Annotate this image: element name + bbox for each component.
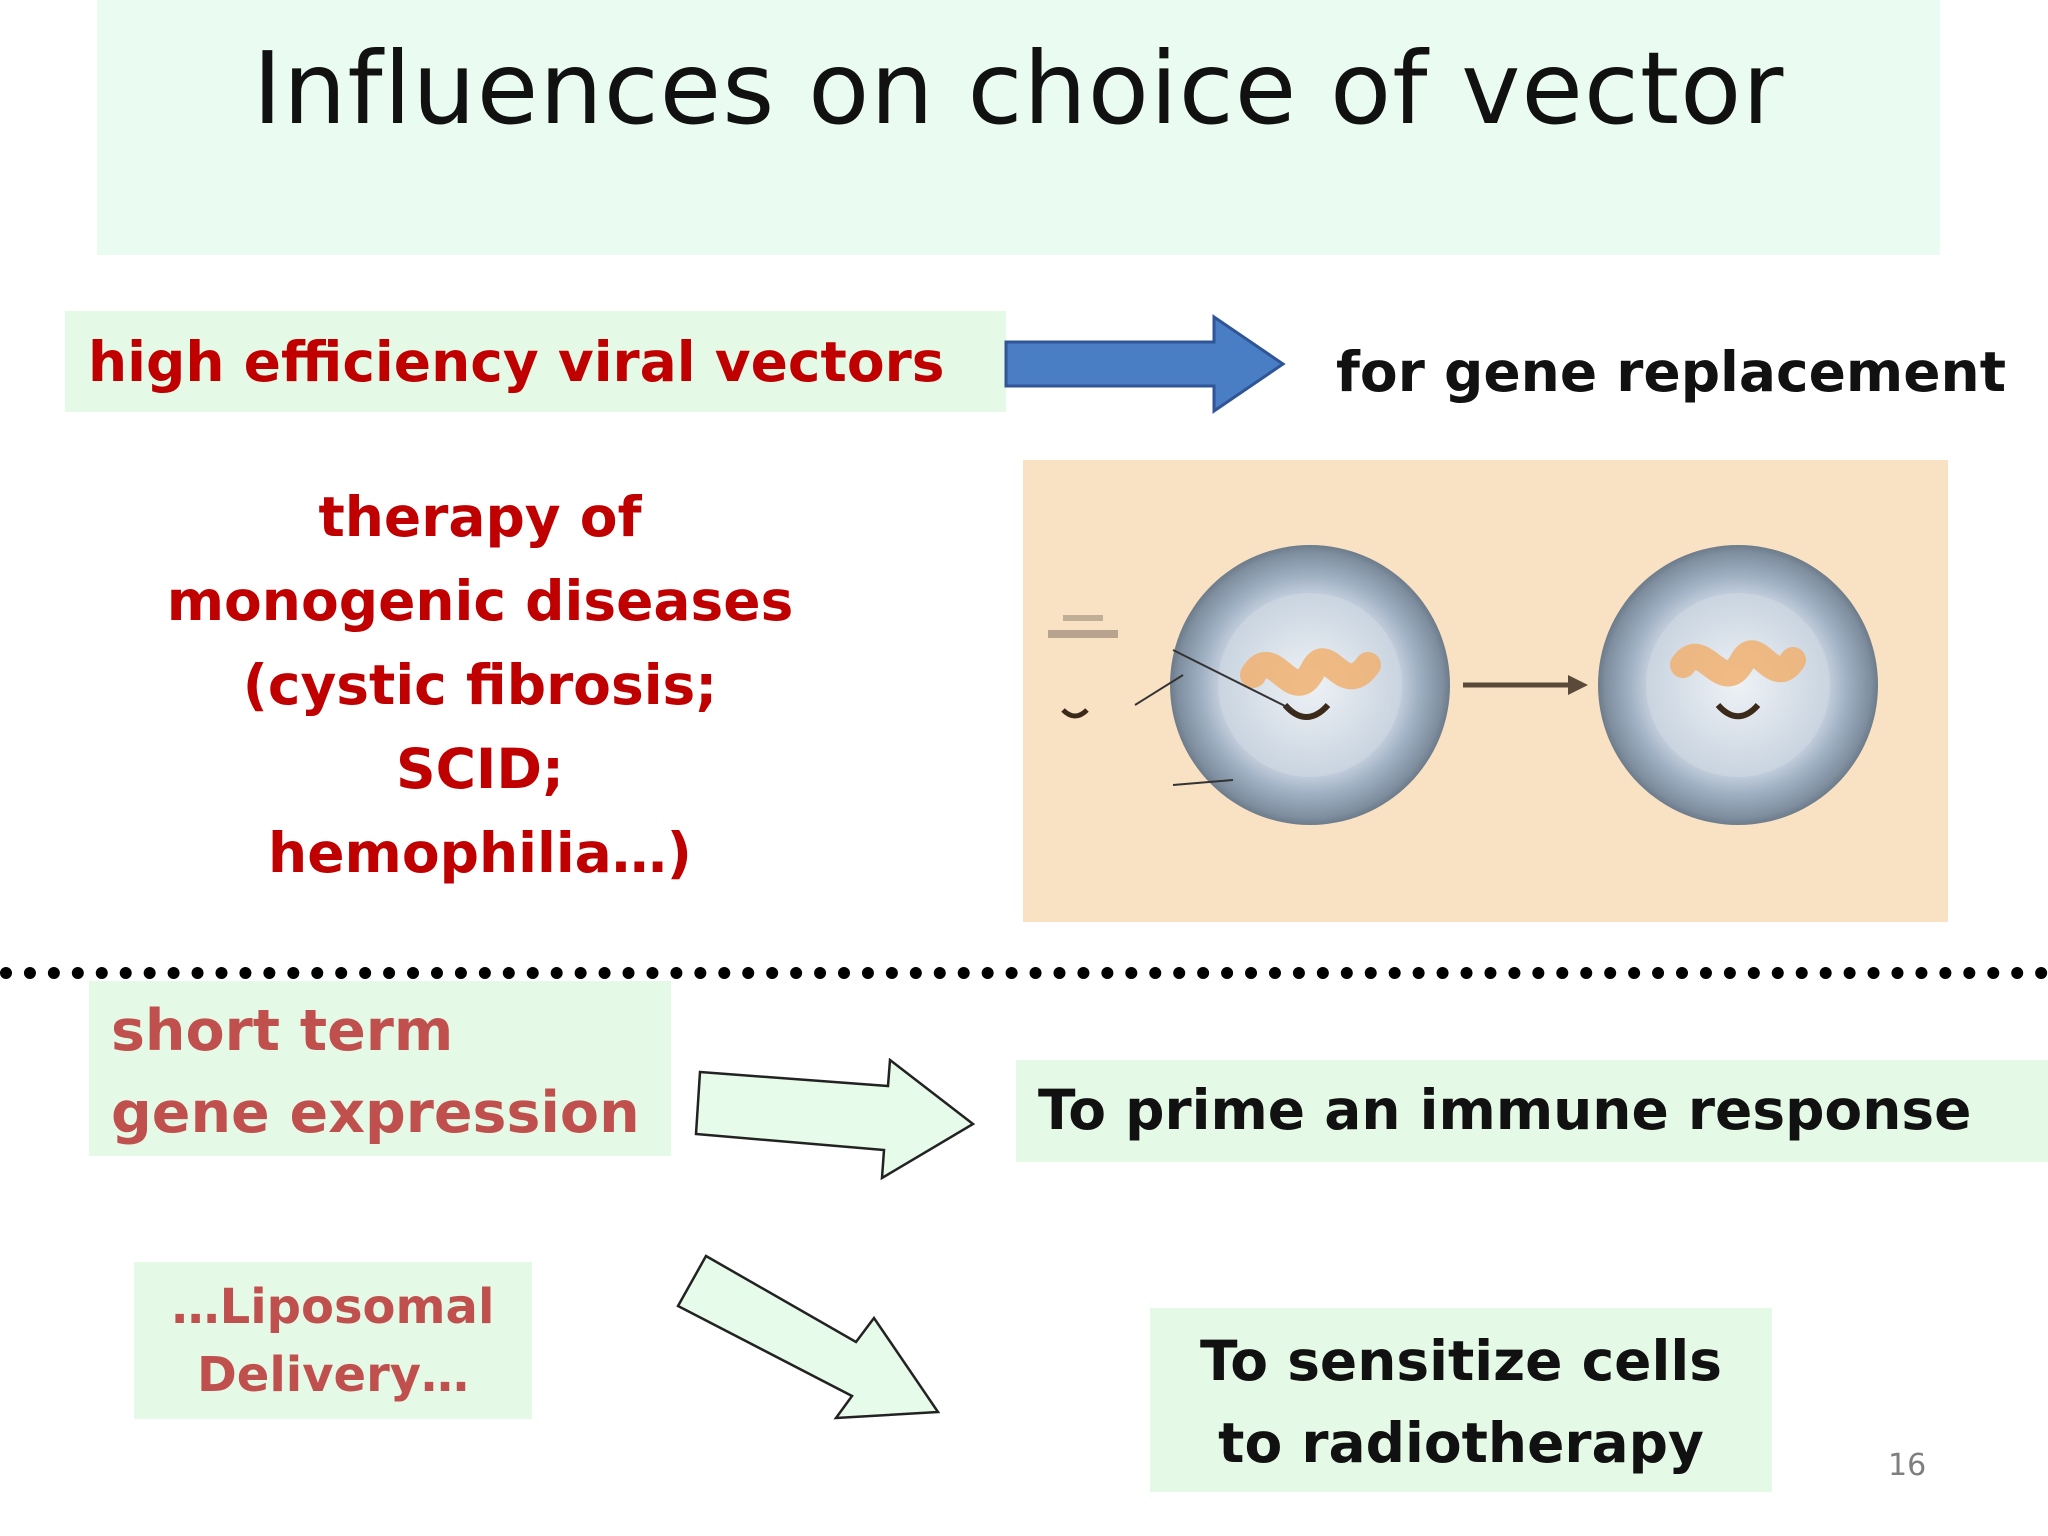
short-term-line: short term: [111, 998, 454, 1064]
diagonal-arrow-outline-icon: [676, 1254, 941, 1420]
short-term-line: gene expression: [111, 1080, 640, 1146]
liposomal-label: …Liposomal Delivery…: [134, 1273, 532, 1409]
gene-replacement-illustration: [1023, 460, 1948, 922]
prime-immune-box: [1016, 1060, 2048, 1162]
sensitize-box: [1150, 1308, 1772, 1492]
viral-vectors-label: high efficiency viral vectors: [88, 330, 945, 394]
therapy-line: (cystic fibrosis; SCID;: [242, 653, 718, 801]
cell-diagram-icon: [1048, 545, 1878, 825]
therapy-text: therapy of monogenic diseases (cystic fi…: [150, 475, 810, 895]
page-number: 16: [1888, 1448, 1927, 1483]
therapy-line: monogenic diseases: [166, 569, 794, 633]
section-divider: [0, 967, 2048, 979]
slide-title: Influences on choice of vector: [252, 30, 1785, 147]
title-band: [97, 0, 1940, 255]
liposomal-line: …Liposomal: [171, 1279, 495, 1335]
liposomal-box: [134, 1262, 532, 1419]
liposomal-line: Delivery…: [196, 1347, 470, 1403]
therapy-line: therapy of: [318, 485, 642, 549]
right-arrow-outline-icon: [694, 1058, 976, 1181]
short-term-box: [89, 981, 671, 1156]
viral-vectors-box: [65, 311, 1006, 412]
blue-arrow-icon: [1004, 314, 1286, 414]
sensitize-label: To sensitize cells to radiotherapy: [1150, 1320, 1772, 1484]
therapy-line: hemophilia…): [268, 821, 692, 885]
short-term-label: short term gene expression: [111, 990, 640, 1154]
gene-replacement-label: for gene replacement: [1336, 340, 2006, 404]
sensitize-line: To sensitize cells: [1200, 1329, 1722, 1393]
sensitize-line: to radiotherapy: [1218, 1411, 1704, 1475]
prime-immune-label: To prime an immune response: [1038, 1078, 1972, 1142]
